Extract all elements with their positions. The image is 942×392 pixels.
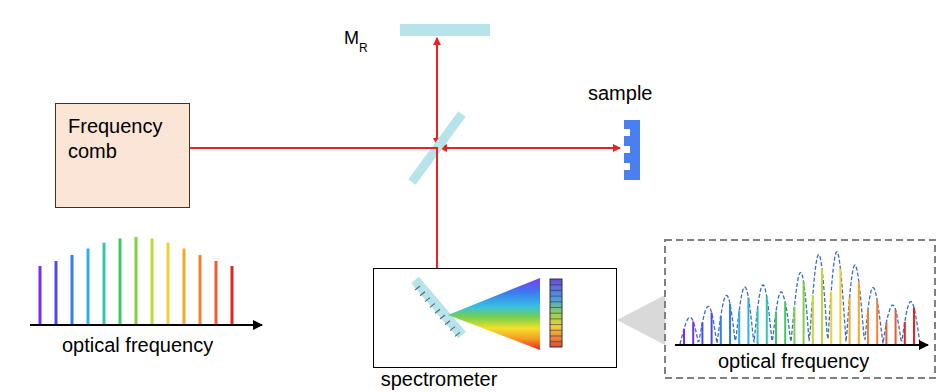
spectrometer-box: spectrometer bbox=[373, 268, 617, 368]
comb-line bbox=[867, 309, 869, 344]
interference-envelope bbox=[680, 252, 920, 344]
comb-line bbox=[895, 310, 897, 344]
comb-line bbox=[103, 243, 106, 325]
sample-label: sample bbox=[588, 82, 652, 105]
reference-beam bbox=[436, 38, 438, 148]
comb-line bbox=[215, 261, 218, 325]
frequency-axis bbox=[675, 344, 928, 346]
comb-line bbox=[913, 308, 915, 344]
comb-line bbox=[692, 322, 694, 345]
comb-line bbox=[803, 282, 805, 344]
comb-line bbox=[812, 295, 814, 344]
comb-line bbox=[55, 261, 58, 325]
axis-label: optical frequency bbox=[62, 334, 213, 357]
sample-beam bbox=[440, 147, 470, 149]
node-heading: spectrometer bbox=[374, 367, 504, 392]
comb-line bbox=[720, 316, 722, 344]
comb-line bbox=[183, 248, 186, 325]
comb-line bbox=[849, 297, 851, 344]
source-box: Frequency comb bbox=[55, 103, 190, 208]
comb-line bbox=[711, 313, 713, 344]
comb-line bbox=[71, 255, 74, 325]
comb-line bbox=[885, 322, 887, 344]
comb-line bbox=[858, 281, 860, 344]
interference-spectrum bbox=[680, 252, 920, 344]
comb-line bbox=[766, 297, 768, 344]
dispersed-fan bbox=[448, 278, 540, 350]
sample-beam bbox=[437, 147, 620, 149]
mirror-subscript: R bbox=[359, 41, 368, 55]
zoom-callout bbox=[617, 295, 665, 345]
comb-line bbox=[199, 255, 202, 325]
axis-label: optical frequency bbox=[718, 350, 869, 373]
reference-mirror bbox=[400, 24, 490, 36]
comb-line bbox=[701, 323, 703, 344]
comb-line bbox=[683, 329, 685, 344]
comb-line bbox=[757, 309, 759, 344]
light-beam bbox=[190, 148, 437, 268]
comb-line bbox=[738, 311, 740, 344]
node-label: Frequency comb bbox=[68, 114, 177, 164]
comb-line bbox=[119, 238, 122, 325]
comb-line bbox=[747, 298, 749, 345]
zoom-box bbox=[665, 240, 935, 378]
detector-pixels bbox=[550, 285, 562, 342]
comb-line bbox=[793, 307, 795, 344]
detector-array bbox=[550, 279, 562, 347]
comb-line bbox=[821, 269, 823, 344]
comb-line bbox=[87, 248, 90, 325]
comb-line bbox=[904, 322, 906, 344]
mirror-label: M bbox=[344, 28, 359, 49]
comb-line bbox=[231, 266, 234, 325]
frequency-axis bbox=[30, 324, 262, 326]
comb-line bbox=[784, 302, 786, 344]
sample-shape bbox=[624, 120, 640, 180]
grating bbox=[415, 280, 462, 336]
comb-line bbox=[876, 301, 878, 345]
comb-line bbox=[775, 312, 777, 344]
comb-line bbox=[39, 266, 42, 325]
comb-line bbox=[839, 269, 841, 344]
comb-line bbox=[135, 237, 138, 325]
comb-line bbox=[729, 304, 731, 344]
comb-line bbox=[151, 238, 154, 325]
comb-spectrum bbox=[40, 237, 232, 325]
comb-line bbox=[830, 292, 832, 345]
comb-line bbox=[167, 243, 170, 325]
